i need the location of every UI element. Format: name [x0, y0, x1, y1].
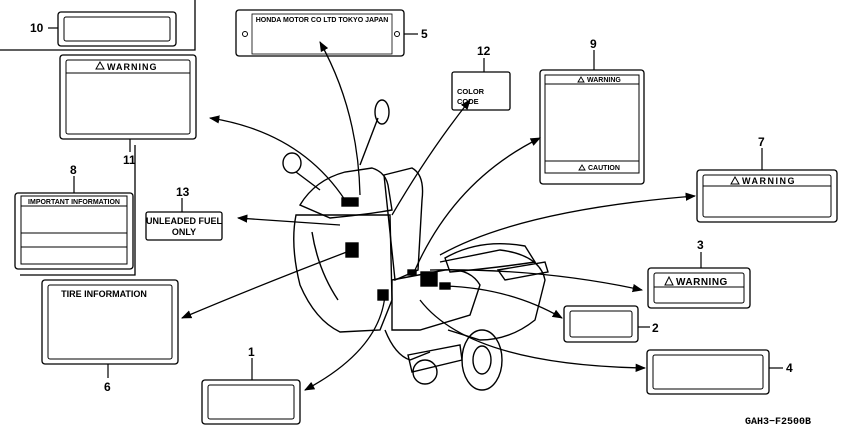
leader-12: [391, 99, 471, 216]
diagram-code: GAH3−F2500B: [745, 417, 811, 428]
warning-triangle-icon: [95, 60, 105, 70]
rivet-hole-icon: [242, 31, 248, 37]
leader-10: [0, 0, 196, 51]
warning-9-text: WARNING: [587, 77, 621, 84]
important-information-text: IMPORTANT INFORMATION: [28, 199, 120, 206]
tire-information-text: TIRE INFORMATION: [61, 289, 147, 299]
label-12-color-code: COLOR CODE: [451, 71, 511, 111]
label-8-important-information: IMPORTANT INFORMATION: [14, 192, 134, 270]
color-code-line2: CODE: [457, 97, 479, 106]
callout-5: 5: [421, 27, 428, 41]
scooter-illustration: [282, 99, 549, 391]
callout-8: 8: [70, 163, 77, 177]
rivet-hole-icon: [394, 31, 400, 37]
leader-13: [236, 214, 341, 226]
frame-plate-text: HONDA MOTOR CO LTD TOKYO JAPAN: [256, 17, 389, 24]
label-13-unleaded-fuel: UNLEADED FUEL ONLY: [145, 211, 223, 241]
unleaded-line1: UNLEADED FUEL: [146, 216, 223, 226]
callout-7: 7: [758, 135, 765, 149]
label-1: [201, 379, 301, 425]
leader-5: [319, 41, 361, 196]
callout-6: 6: [104, 380, 111, 394]
label-4: [646, 349, 770, 395]
leader-1: [304, 294, 386, 391]
warning-11-text: WARNING: [107, 62, 158, 72]
callout-1: 1: [248, 345, 255, 359]
unleaded-line2: ONLY: [172, 227, 196, 237]
callout-9: 9: [590, 37, 597, 51]
color-code-line1: COLOR: [457, 87, 485, 96]
label-9-warning-caution: WARNING CAUTION: [539, 69, 645, 185]
callout-2: 2: [652, 321, 659, 335]
leader-lines: [0, 0, 697, 391]
leader-2: [444, 285, 563, 319]
callout-11: 11: [123, 153, 136, 167]
callout-10: 10: [30, 21, 44, 35]
callout-4: 4: [786, 361, 793, 375]
leader-frame-8: [20, 145, 136, 276]
warning-triangle-icon: [577, 76, 585, 83]
caution-9-text: CAUTION: [588, 165, 620, 172]
callout-ticks: [48, 27, 783, 380]
leader-7: [439, 192, 697, 256]
label-6-tire-information: TIRE INFORMATION: [41, 279, 179, 365]
warning-triangle-icon: [578, 164, 586, 171]
callout-13: 13: [176, 185, 190, 199]
leader-11: [208, 115, 346, 201]
warning-triangle-icon: [664, 275, 674, 286]
warning-3-text: WARNING: [676, 277, 728, 288]
label-3-warning: WARNING: [647, 267, 751, 309]
label-2: [563, 305, 639, 343]
leader-4: [419, 299, 647, 372]
label-5-frame-plate: HONDA MOTOR CO LTD TOKYO JAPAN: [235, 9, 405, 57]
warning-triangle-icon: [730, 175, 740, 185]
leader-3: [429, 269, 644, 293]
leader-6: [181, 249, 353, 319]
label-10: [57, 11, 177, 47]
warning-7-text: WARNING: [742, 176, 796, 186]
label-11-warning: WARNING: [59, 54, 197, 140]
leader-9: [414, 137, 541, 271]
callout-3: 3: [697, 238, 704, 252]
callout-12: 12: [477, 44, 491, 58]
label-7-warning: WARNING: [696, 169, 838, 223]
